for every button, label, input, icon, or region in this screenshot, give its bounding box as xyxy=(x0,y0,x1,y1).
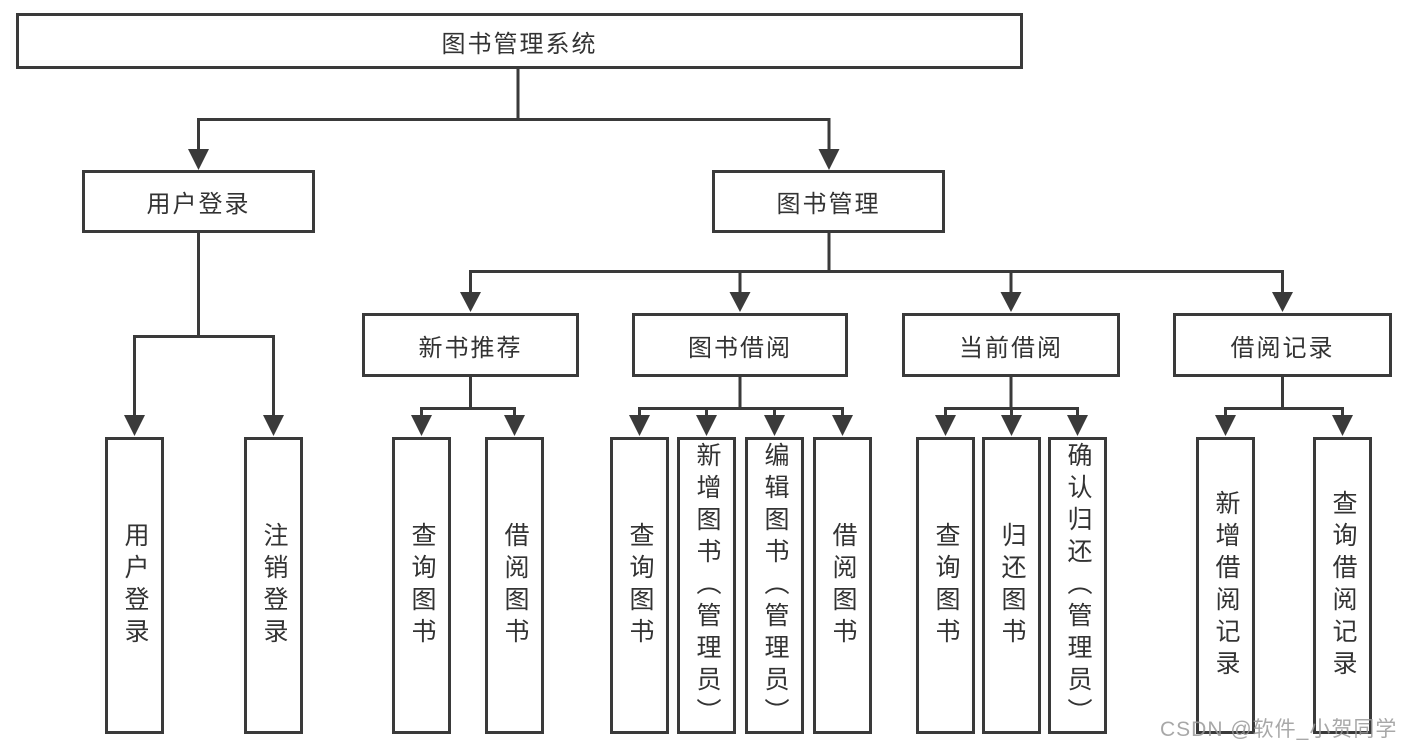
arrowhead-icon xyxy=(1001,415,1022,436)
arrowhead-icon xyxy=(764,415,785,436)
arrowhead-icon xyxy=(1067,415,1088,436)
leaf-confirm-return-admin: 确认归还（管理员） xyxy=(1048,437,1107,734)
arrowhead-icon xyxy=(696,415,717,436)
node-book-borrow: 图书借阅 xyxy=(632,313,848,377)
node-book-management: 图书管理 xyxy=(712,170,945,233)
leaf-query-books-3: 查询图书 xyxy=(916,437,975,734)
leaf-edit-book-admin: 编辑图书（管理员） xyxy=(745,437,804,734)
node-borrow-records: 借阅记录 xyxy=(1173,313,1392,377)
arrowhead-icon xyxy=(818,149,840,170)
arrowhead-icon xyxy=(1215,415,1236,436)
arrowhead-icon xyxy=(504,415,525,436)
arrowhead-icon xyxy=(460,292,481,312)
arrowhead-icon xyxy=(188,149,209,170)
arrowhead-icon xyxy=(1272,292,1293,312)
arrowhead-icon xyxy=(124,415,145,436)
node-user-login: 用户登录 xyxy=(82,170,315,233)
leaf-query-borrow-record: 查询借阅记录 xyxy=(1313,437,1372,734)
node-current-borrow: 当前借阅 xyxy=(902,313,1120,377)
node-new-book-recommend: 新书推荐 xyxy=(362,313,579,377)
leaf-query-books-1: 查询图书 xyxy=(392,437,451,734)
arrowhead-icon xyxy=(263,415,284,436)
leaf-add-borrow-record: 新增借阅记录 xyxy=(1196,437,1255,734)
arrowhead-icon xyxy=(411,415,432,436)
leaf-borrow-books-2: 借阅图书 xyxy=(813,437,872,734)
leaf-borrow-books-1: 借阅图书 xyxy=(485,437,544,734)
csdn-watermark: CSDN @软件_小贺同学 xyxy=(1160,718,1398,741)
leaf-add-book-admin: 新增图书（管理员） xyxy=(677,437,736,734)
leaf-logout: 注销登录 xyxy=(244,437,303,734)
arrowhead-icon xyxy=(832,415,853,436)
arrowhead-icon xyxy=(935,415,956,436)
leaf-user-login: 用户登录 xyxy=(105,437,164,734)
node-root-system: 图书管理系统 xyxy=(16,13,1023,69)
arrowhead-icon xyxy=(1332,415,1353,436)
arrowhead-icon xyxy=(729,292,751,312)
arrowhead-icon xyxy=(629,415,650,436)
leaf-return-book: 归还图书 xyxy=(982,437,1041,734)
leaf-query-books-2: 查询图书 xyxy=(610,437,669,734)
arrowhead-icon xyxy=(1000,292,1022,312)
